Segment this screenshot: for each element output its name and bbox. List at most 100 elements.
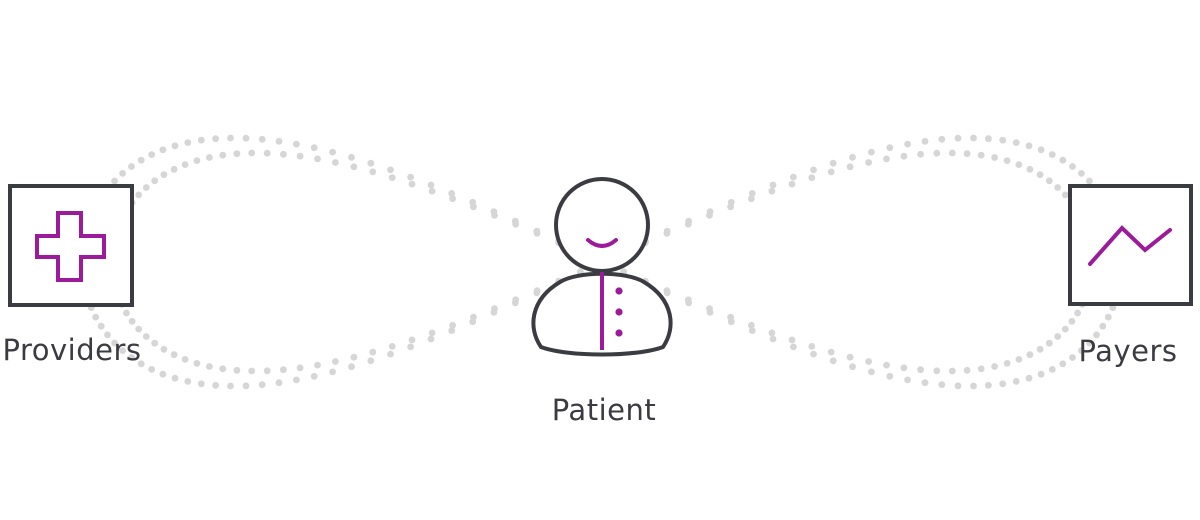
- loop-dot: [1015, 356, 1023, 363]
- loop-dot: [684, 296, 692, 304]
- loop-dot: [428, 187, 436, 195]
- loop-dot: [970, 382, 977, 390]
- loop-dot: [886, 144, 894, 152]
- loop-dot: [684, 220, 692, 228]
- loop-dot: [991, 154, 998, 161]
- loop-dot: [119, 347, 126, 354]
- loop-dot: [748, 190, 756, 197]
- loop-dot: [258, 381, 266, 389]
- loop-dot: [985, 381, 992, 389]
- loop-dot: [1054, 184, 1062, 191]
- loop-dot: [407, 343, 414, 351]
- loop-dot: [119, 170, 126, 177]
- loop-dot: [917, 150, 924, 158]
- loop-dot: [448, 327, 456, 334]
- loop-dot: [171, 374, 179, 382]
- payers-label: Payers: [1079, 334, 1178, 368]
- loop-dot: [258, 135, 266, 143]
- loop-dot: [512, 220, 520, 228]
- loop-dot: [408, 180, 416, 188]
- loop-dot: [1048, 151, 1056, 159]
- loop-dot: [212, 135, 220, 143]
- loop-dot: [159, 370, 167, 378]
- loop-dot: [137, 360, 145, 368]
- loop-dot: [367, 357, 375, 365]
- button-dot: [615, 287, 623, 295]
- loop-dot: [938, 135, 946, 143]
- loop-dot: [1104, 313, 1112, 321]
- loop-dot: [768, 329, 776, 337]
- loop-dot: [1026, 165, 1034, 173]
- loop-dot: [151, 339, 159, 347]
- loop-dot: [142, 184, 150, 191]
- loop-dot: [868, 148, 875, 156]
- loop-dot: [769, 335, 777, 343]
- loop-dot: [921, 137, 929, 145]
- loop-dot: [263, 149, 271, 157]
- loop-dot: [449, 195, 456, 203]
- loop-dot: [1026, 351, 1034, 359]
- loop-dot: [159, 146, 167, 154]
- loop-dot: [310, 372, 318, 380]
- loop-dot: [829, 357, 837, 365]
- loop-dot: [408, 336, 416, 344]
- loop-dot: [512, 296, 520, 304]
- loop-dot: [219, 365, 227, 373]
- loop-dot: [181, 161, 189, 169]
- loop-dot: [1037, 146, 1045, 154]
- loop-dot: [768, 187, 776, 195]
- payers-node: Payers: [1068, 184, 1193, 368]
- loop-dot: [904, 140, 911, 148]
- loop-dot: [470, 313, 477, 321]
- loop-dot: [296, 152, 304, 160]
- loop-dot: [350, 163, 358, 171]
- loop-dot: [1036, 345, 1044, 353]
- loop-dot: [1086, 177, 1093, 185]
- loop-dot: [1099, 322, 1107, 330]
- providers-node: Providers: [2, 184, 141, 367]
- loop-dot: [111, 339, 118, 347]
- loop-dot: [1025, 142, 1033, 150]
- loop-dot: [963, 366, 971, 374]
- loop-dot: [388, 343, 396, 350]
- loop-dot: [491, 305, 498, 313]
- button-dot: [615, 308, 623, 316]
- loop-dot: [1036, 171, 1044, 179]
- loop-dot: [350, 353, 358, 361]
- loop-dot: [970, 134, 977, 142]
- loop-dot: [706, 305, 713, 313]
- loop-dot: [1012, 139, 1020, 147]
- loop-dot: [1048, 366, 1056, 373]
- loop-dot: [128, 354, 135, 361]
- loop-dot: [921, 379, 929, 387]
- loop-dot: [314, 361, 321, 369]
- loop-dot: [369, 348, 377, 356]
- loop-dot: [135, 325, 143, 333]
- loop-dot: [387, 166, 394, 174]
- loop-dot: [470, 203, 477, 211]
- loop-dot: [310, 144, 318, 152]
- loop-dot: [1045, 177, 1053, 185]
- loop-dot: [128, 317, 136, 325]
- loop-dot: [788, 180, 796, 188]
- loop-dot: [1074, 309, 1081, 317]
- loop-dot: [197, 380, 205, 388]
- loop-dot: [184, 378, 192, 385]
- loop-dot: [1054, 333, 1062, 340]
- loop-dot: [790, 173, 797, 181]
- loop-dot: [227, 134, 234, 142]
- loop-dot: [827, 168, 835, 176]
- loop-dot: [1069, 163, 1076, 170]
- trend-line-icon: [1088, 225, 1172, 266]
- loop-dot: [1093, 331, 1100, 339]
- loop-dot: [533, 230, 541, 237]
- person-head: [554, 177, 650, 273]
- loop-dot: [769, 181, 777, 189]
- loop-dot: [1003, 360, 1011, 367]
- loop-dot: [829, 159, 837, 167]
- loop-dot: [748, 327, 756, 334]
- loop-dot: [193, 157, 201, 165]
- loop-dot: [904, 376, 911, 384]
- loop-dot: [706, 211, 713, 219]
- loop-dot: [212, 381, 220, 389]
